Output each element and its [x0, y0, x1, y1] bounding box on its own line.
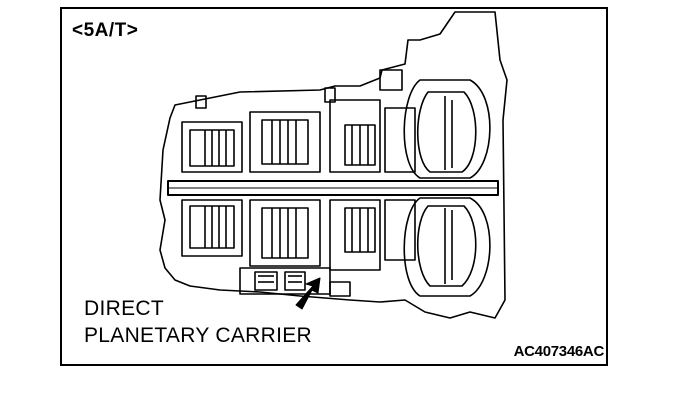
callout-line-1: DIRECT — [84, 297, 164, 320]
direct-planetary-carrier-part — [239, 267, 351, 297]
torque-converter — [403, 79, 491, 297]
callout-arrow-icon — [295, 277, 321, 310]
figure-code: AC407346AC — [513, 343, 605, 360]
transmission-case-outline — [159, 11, 508, 319]
transmission-variant-label: <5A/T> — [72, 20, 139, 41]
figure-frame — [60, 7, 608, 366]
lower-clutch-pack — [181, 199, 416, 271]
upper-clutch-pack — [181, 99, 416, 173]
callout-label: DIRECT PLANETARY CARRIER — [84, 295, 312, 349]
callout-line-2: PLANETARY CARRIER — [84, 324, 312, 347]
